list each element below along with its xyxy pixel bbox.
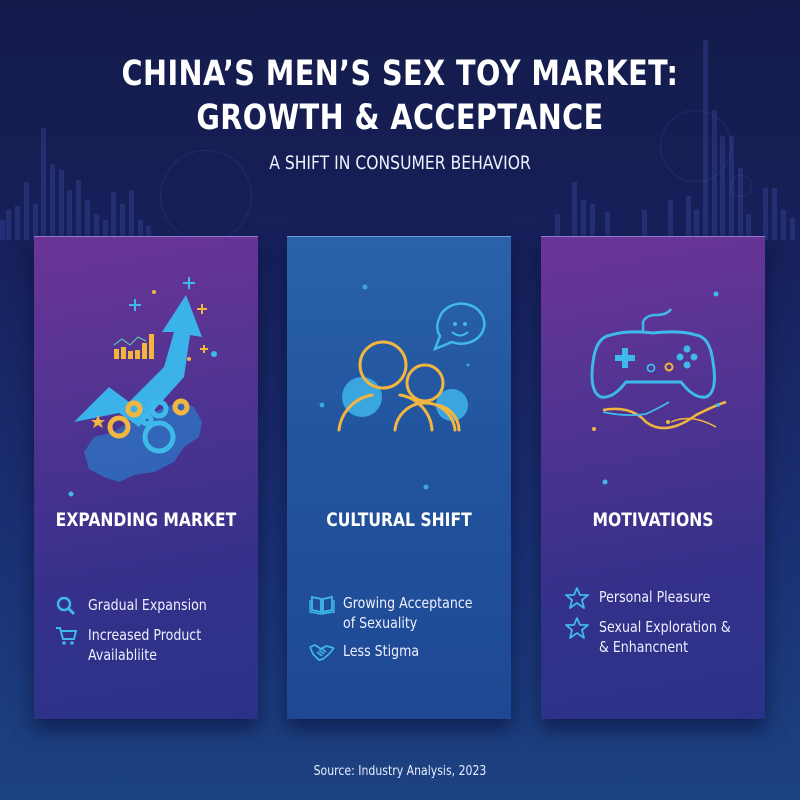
- growth-arrow-china-map-illustration: [68, 277, 217, 497]
- decorative-circle: [730, 175, 752, 197]
- page-title: CHINA’S MEN’S SEX TOY MARKET: GROWTH & A…: [72, 52, 728, 140]
- card-expanding-market: EXPANDING MARKET Gradual Expansion Incre…: [34, 236, 258, 719]
- list-item: Gradual Expansion: [54, 595, 248, 617]
- title-line-1: CHINA’S MEN’S SEX TOY MARKET:: [121, 54, 679, 94]
- handshake-icon: [309, 644, 335, 661]
- card-motivations: MOTIVATIONS Personal Pleasure Sexual Exp…: [541, 236, 765, 719]
- card-title: MOTIVATIONS: [592, 509, 714, 531]
- list-item: Personal Pleasure: [565, 587, 755, 609]
- card-title: EXPANDING MARKET: [55, 509, 237, 531]
- list-item: Growing Acceptance of Sexuality: [309, 593, 501, 633]
- card-title: CULTURAL SHIFT: [326, 509, 472, 531]
- people-speech-bubble-illustration: [319, 284, 486, 490]
- card-items: Personal Pleasure Sexual Exploration & &…: [565, 587, 755, 665]
- magnifier-icon: [56, 596, 76, 616]
- list-item: Increased Product Availabliite: [54, 625, 248, 665]
- star-icon: [565, 617, 589, 639]
- card-items: Growing Acceptance of Sexuality Less Sti…: [309, 593, 501, 671]
- card-cultural-shift: CULTURAL SHIFT Growing Acceptance of Sex…: [287, 236, 511, 719]
- source-citation: Source: Industry Analysis, 2023: [313, 764, 487, 779]
- list-item: Sexual Exploration & & Enhancnent: [565, 617, 755, 657]
- page-subtitle: A SHIFT IN CONSUMER BEHAVIOR: [269, 152, 531, 174]
- open-book-icon: [309, 595, 335, 615]
- title-line-2: GROWTH & ACCEPTANCE: [196, 98, 604, 138]
- decorative-circle: [660, 110, 732, 182]
- card-items: Gradual Expansion Increased Product Avai…: [54, 595, 248, 673]
- game-controller-illustration: [590, 291, 727, 485]
- shopping-cart-icon: [56, 627, 78, 645]
- star-icon: [565, 587, 589, 609]
- list-item: Less Stigma: [309, 641, 501, 663]
